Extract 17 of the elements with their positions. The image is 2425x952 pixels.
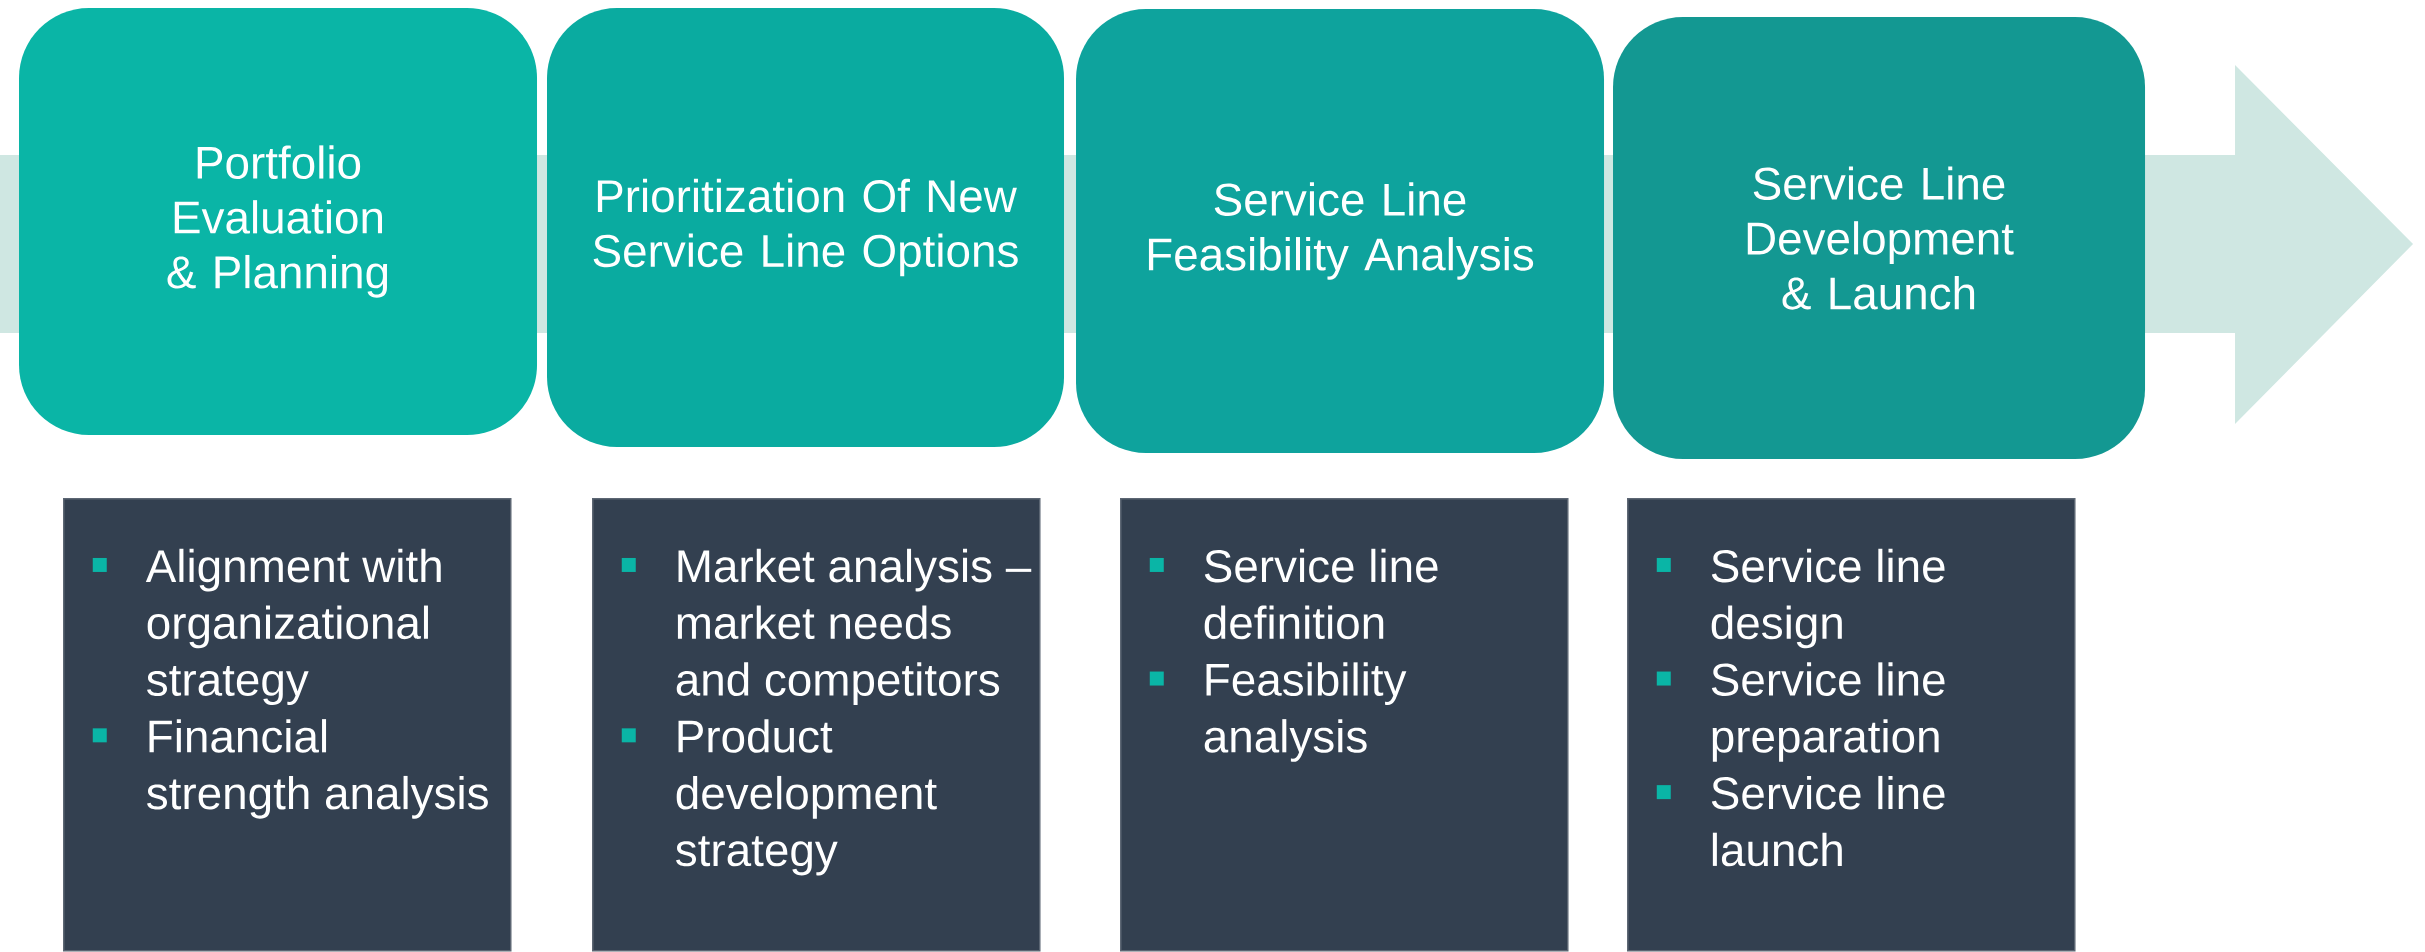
- bullet-text: Alignment with organizational strategy: [145, 548, 441, 706]
- text-panel: [1120, 498, 1569, 952]
- bullet-text: Service line definition: [1204, 548, 1438, 640]
- text-panel: [63, 498, 512, 952]
- bullet-text: Service line launch: [1711, 775, 1945, 867]
- text-panel: [592, 498, 1041, 952]
- process-box: Service Line Development & Launch: [1613, 17, 2146, 459]
- text-panel: [1627, 498, 2076, 952]
- process-box: Portfolio Evaluation & Planning: [19, 8, 537, 435]
- bullet-text: Market analysis – market needs and competitors: [676, 548, 1032, 706]
- process-box: Service Line Feasibility Analysis: [1076, 9, 1604, 453]
- bullet-text: Service line preparation: [1711, 662, 1945, 762]
- bullet-text: Feasibility analysis: [1204, 662, 1407, 762]
- bullet-text: Financial strength analysis: [147, 719, 488, 819]
- bullet-text: Product development strategy: [676, 719, 937, 876]
- process-box: Prioritization Of New Service Line Options: [547, 8, 1064, 447]
- bullet-text: Service line design: [1711, 548, 1945, 649]
